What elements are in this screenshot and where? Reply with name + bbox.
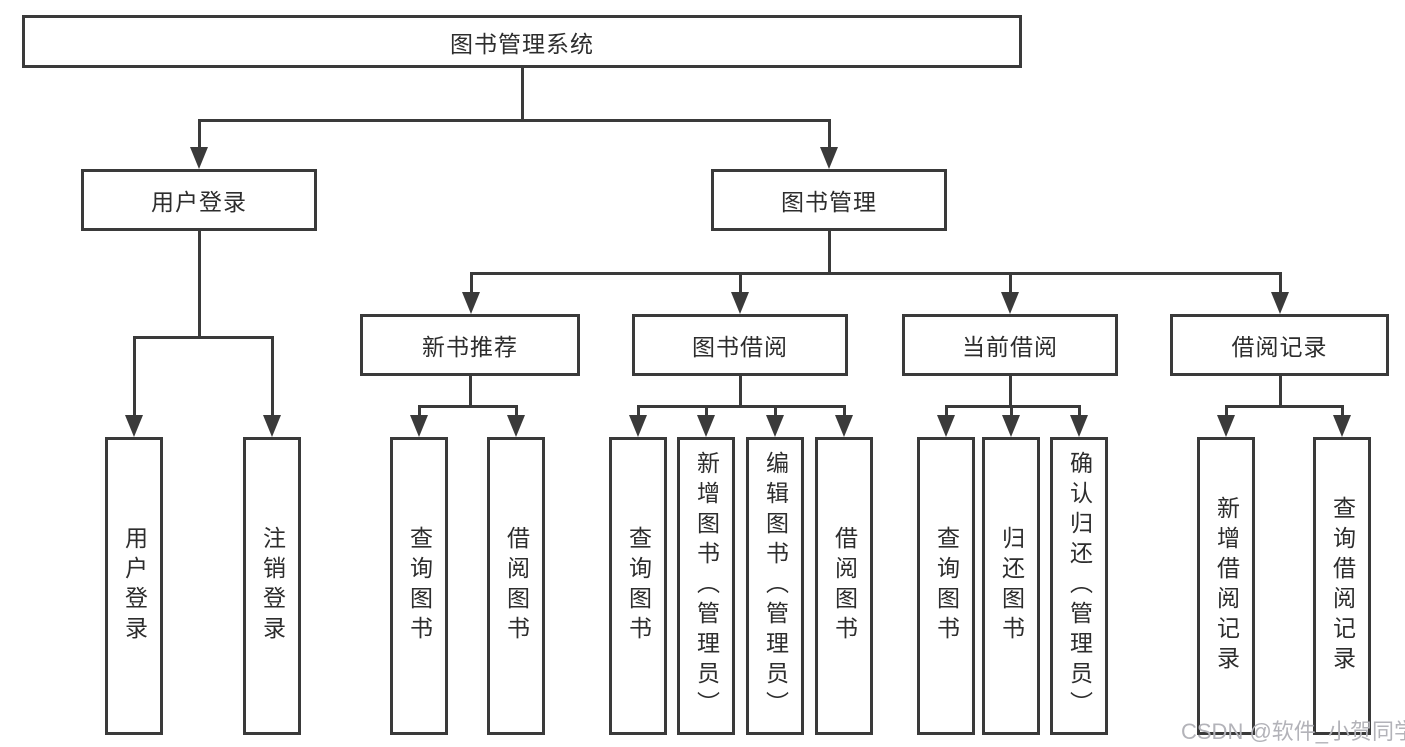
connector-line xyxy=(828,119,831,151)
arrowhead-icon xyxy=(462,292,480,314)
node-borrow-records: 借阅记录 xyxy=(1170,314,1389,376)
leaf-recommend-query-books: 查询图书 xyxy=(390,437,448,735)
leaf-recommend-borrow-books: 借阅图书 xyxy=(487,437,545,735)
arrowhead-icon xyxy=(410,415,428,437)
node-library-system-label: 图书管理系统 xyxy=(450,30,594,57)
node-book-management: 图书管理 xyxy=(711,169,947,231)
node-new-book-recommend-label: 新书推荐 xyxy=(422,334,518,360)
connector-line xyxy=(418,405,518,408)
arrowhead-icon xyxy=(629,415,647,437)
connector-line xyxy=(418,405,421,418)
node-new-book-recommend: 新书推荐 xyxy=(360,314,580,376)
connector-line xyxy=(198,119,831,122)
leaf-current-query-books: 查询图书 xyxy=(917,437,975,735)
connector-line xyxy=(1010,405,1013,418)
arrowhead-icon xyxy=(263,415,281,437)
connector-line xyxy=(828,231,831,272)
leaf-current-query-books-label: 查询图书 xyxy=(933,526,960,646)
leaf-borrowing-borrow-books-label: 借阅图书 xyxy=(831,526,858,646)
leaf-edit-books-admin: 编辑图书（管理员） xyxy=(746,437,804,735)
node-library-system: 图书管理系统 xyxy=(22,15,1022,68)
connector-line xyxy=(198,231,201,336)
connector-line xyxy=(521,68,524,119)
arrowhead-icon xyxy=(937,415,955,437)
arrowhead-icon xyxy=(731,292,749,314)
node-book-borrowing: 图书借阅 xyxy=(632,314,848,376)
arrowhead-icon xyxy=(125,415,143,437)
node-current-borrowing-label: 当前借阅 xyxy=(962,334,1058,360)
connector-line xyxy=(1078,405,1081,418)
connector-line xyxy=(945,405,948,418)
connector-line xyxy=(1009,272,1012,296)
node-book-management-label: 图书管理 xyxy=(781,189,877,215)
leaf-confirm-return-admin-label: 确认归还（管理员） xyxy=(1066,451,1093,721)
leaf-logout: 注销登录 xyxy=(243,437,301,735)
leaf-add-books-admin-label: 新增图书（管理员） xyxy=(693,451,720,721)
connector-line xyxy=(739,272,742,296)
connector-line xyxy=(843,405,846,418)
connector-line xyxy=(1009,376,1012,405)
connector-line xyxy=(637,405,846,408)
arrowhead-icon xyxy=(190,147,208,169)
leaf-recommend-query-books-label: 查询图书 xyxy=(406,526,433,646)
connector-line xyxy=(1279,376,1282,405)
connector-line xyxy=(637,405,640,418)
csdn-watermark: CSDN @软件_小贺同学 xyxy=(1181,719,1405,744)
connector-line xyxy=(133,336,274,339)
node-user-login-label: 用户登录 xyxy=(151,189,247,215)
connector-line xyxy=(133,336,136,417)
arrowhead-icon xyxy=(507,415,525,437)
arrowhead-icon xyxy=(697,415,715,437)
connector-line xyxy=(739,376,742,405)
node-user-login: 用户登录 xyxy=(81,169,317,231)
arrowhead-icon xyxy=(820,147,838,169)
leaf-add-books-admin: 新增图书（管理员） xyxy=(677,437,735,735)
leaf-borrowing-borrow-books: 借阅图书 xyxy=(815,437,873,735)
leaf-user-login-label: 用户登录 xyxy=(121,526,148,646)
connector-line xyxy=(469,376,472,405)
leaf-user-login: 用户登录 xyxy=(105,437,163,735)
connector-line xyxy=(1225,405,1344,408)
arrowhead-icon xyxy=(1001,292,1019,314)
leaf-logout-label: 注销登录 xyxy=(259,526,286,646)
node-current-borrowing: 当前借阅 xyxy=(902,314,1118,376)
connector-line xyxy=(1279,272,1282,296)
connector-line xyxy=(470,272,473,296)
leaf-borrowing-query-books: 查询图书 xyxy=(609,437,667,735)
leaf-add-borrow-record: 新增借阅记录 xyxy=(1197,437,1255,735)
connector-line xyxy=(774,405,777,418)
arrowhead-icon xyxy=(1333,415,1351,437)
node-borrow-records-label: 借阅记录 xyxy=(1231,334,1328,360)
leaf-confirm-return-admin: 确认归还（管理员） xyxy=(1050,437,1108,735)
leaf-query-borrow-record-label: 查询借阅记录 xyxy=(1329,496,1356,676)
connector-line xyxy=(945,405,1081,408)
connector-line xyxy=(271,336,274,417)
connector-line xyxy=(470,272,1282,275)
connector-line xyxy=(1341,405,1344,418)
arrowhead-icon xyxy=(1002,415,1020,437)
leaf-recommend-borrow-books-label: 借阅图书 xyxy=(503,526,530,646)
arrowhead-icon xyxy=(766,415,784,437)
leaf-borrowing-query-books-label: 查询图书 xyxy=(625,526,652,646)
arrowhead-icon xyxy=(1217,415,1235,437)
node-book-borrowing-label: 图书借阅 xyxy=(692,334,788,360)
connector-line xyxy=(198,119,201,151)
arrowhead-icon xyxy=(1070,415,1088,437)
leaf-return-books: 归还图书 xyxy=(982,437,1040,735)
connector-line xyxy=(705,405,708,418)
arrowhead-icon xyxy=(835,415,853,437)
connector-line xyxy=(1225,405,1228,418)
leaf-add-borrow-record-label: 新增借阅记录 xyxy=(1213,496,1240,676)
connector-line xyxy=(515,405,518,418)
leaf-return-books-label: 归还图书 xyxy=(998,526,1025,646)
leaf-edit-books-admin-label: 编辑图书（管理员） xyxy=(762,451,789,721)
leaf-query-borrow-record: 查询借阅记录 xyxy=(1313,437,1371,735)
arrowhead-icon xyxy=(1271,292,1289,314)
